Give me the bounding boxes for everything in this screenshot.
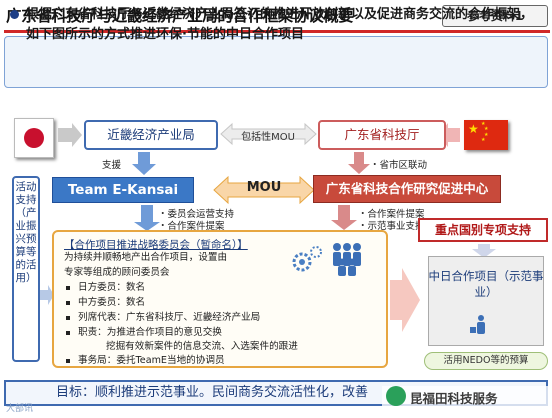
team-task-2: ・合作案件提案 (158, 221, 225, 232)
linkage-text: 省市区联动 (379, 160, 428, 171)
committee-office: 事务局：委托TeamE当地的协调员 (78, 355, 225, 366)
committee-intro-2: 专家等组成的顾问委员会 (64, 267, 170, 278)
summary-text: 根据广东省科技厅与近畿经济产业局签订的推进开放创新以及促进商务交流的合作框架，如… (26, 7, 534, 42)
mou-middle-label: MOU (246, 180, 282, 195)
center-task-1: ・合作案件提案 (358, 209, 425, 220)
center-task-2: ・示范事业支持 (358, 221, 425, 232)
bullet-icon (66, 301, 70, 305)
guangdong-tech-dept-box: 广东省科技厅 (318, 120, 446, 150)
goal-banner: 目标：顺利推进示范事业。民间商务交流活性化，改善 (4, 380, 548, 406)
linkage-label: ・省市区联动 (370, 160, 428, 171)
people-icon (333, 243, 361, 276)
watermark-right-bg (382, 386, 552, 408)
watermark-left: 大部讯 (6, 404, 34, 414)
watermark-right: 昆福田科技服务 (410, 391, 498, 406)
nedo-budget-pill: 活用NEDO等的预算 (424, 352, 548, 370)
title-divider (4, 30, 550, 33)
activity-support-text: 活动支持（产业振兴预算等的活用） (15, 181, 37, 284)
committee-item: 日方委员：数名 (78, 282, 146, 293)
team-e-kansai-box: Team E-Kansai (52, 177, 194, 203)
committee-item: 列席代表：广东省科技厅、近畿经济产业局 (78, 312, 261, 323)
bullet-icon (66, 331, 70, 335)
reference-badge: 参考资料1 (442, 5, 548, 27)
page-title: 广东省科技厅与近畿经济产业局的合作框架协议概要 (6, 7, 354, 25)
demo-project-box (428, 256, 544, 346)
committee-title: 【合作项目推进战略委员会（暂命名）】 (64, 239, 248, 251)
guangdong-coop-center-box: 广东省科技合作研究促进中心 (313, 175, 501, 203)
bullet-icon (66, 316, 70, 320)
gear-icon (292, 246, 322, 272)
activity-support-rail (12, 176, 40, 362)
committee-item: 职责：为推进合作项目的意见交换 (78, 327, 222, 338)
wechat-icon (386, 386, 406, 406)
support-label: 支援 (102, 160, 122, 171)
summary-panel (4, 36, 548, 88)
china-flag-icon: ★ ★ ★ ★ ★ (464, 120, 508, 150)
committee-duty-cont: 挖掘有效新案件的信息交流、入选案件的跟进 (106, 341, 298, 352)
bullet-icon (66, 359, 70, 363)
bullet-icon (10, 10, 19, 19)
bullet-icon (66, 286, 70, 290)
kinki-bureau-box: 近畿经济产业局 (84, 120, 218, 150)
committee-panel (52, 230, 388, 368)
committee-item: 中方委员：数名 (78, 297, 146, 308)
key-country-support-box: 重点国别专项支持 (418, 218, 548, 242)
mou-top-label: 包括性MOU (241, 132, 295, 143)
committee-intro-1: 为持续并顺畅地产出合作项目，设置由 (64, 252, 228, 263)
demo-project-title: 中日合作项目（示范事业） (428, 269, 544, 299)
team-task-1: ・委员会运营支持 (158, 209, 235, 220)
japan-flag-icon (14, 118, 54, 158)
